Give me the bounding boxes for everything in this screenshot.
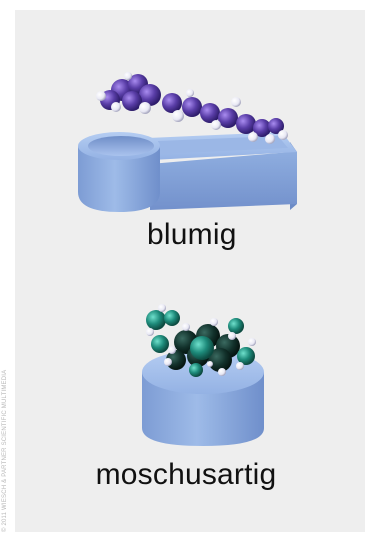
copyright-credit: © 2011 WIESCH & PARTNER SCIENTIFIC MULTI… [2,369,8,532]
compact-molecule-icon [146,304,256,377]
label-floral: blumig [147,218,237,251]
label-musky: moschusartig [95,458,277,491]
elongated-molecule-icon [96,72,288,144]
floral-receptor-icon [78,132,297,212]
